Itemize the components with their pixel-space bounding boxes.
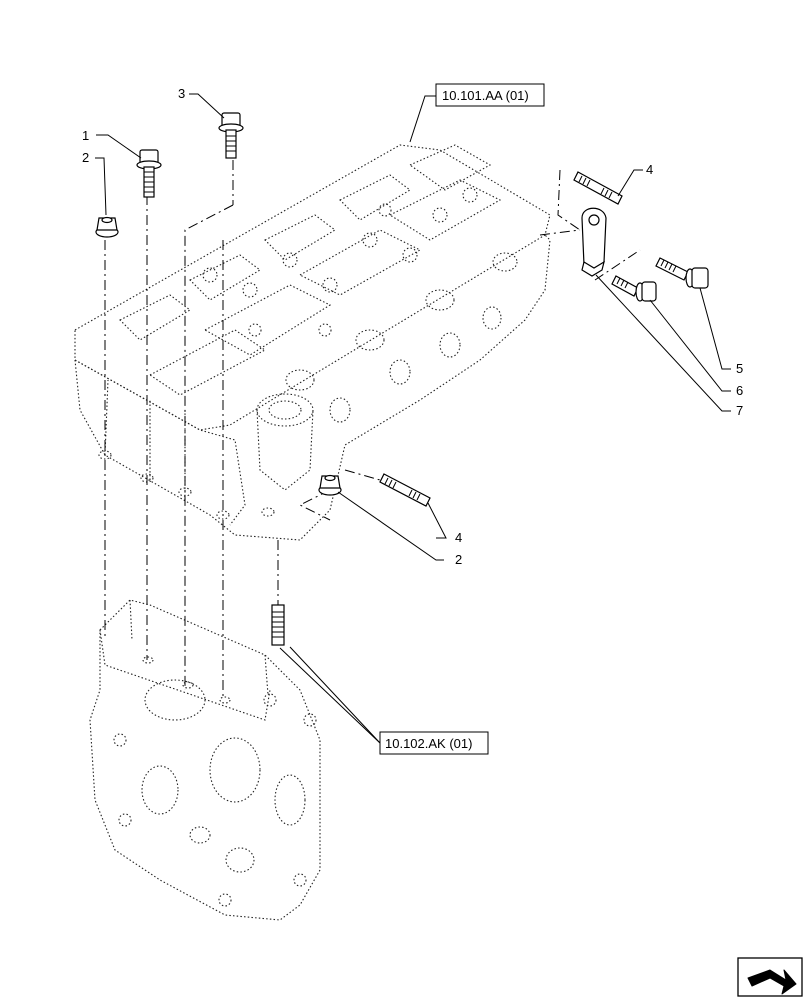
reference-cylinder-head-label: 10.101.AA (01) — [442, 88, 529, 103]
callout-4-lower: 4 — [455, 530, 462, 545]
bolt-part-6 — [611, 275, 657, 302]
callout-2-upper: 2 — [82, 150, 89, 165]
bolt-part-1 — [136, 149, 162, 198]
timing-housing-ghost — [89, 599, 321, 921]
callout-6: 6 — [736, 383, 743, 398]
callout-3: 3 — [178, 86, 185, 101]
next-page-arrow-icon[interactable] — [737, 957, 803, 997]
callout-labels: 1 2 3 4 4 5 6 7 2 — [82, 86, 743, 567]
reference-timing-housing-label: 10.102.AK (01) — [385, 736, 472, 751]
callout-1: 1 — [82, 128, 89, 143]
reference-timing-housing[interactable]: 10.102.AK (01) — [379, 731, 489, 755]
assembly-center-lines — [104, 160, 641, 700]
callout-4-upper: 4 — [646, 162, 653, 177]
callout-5: 5 — [736, 361, 743, 376]
housing-stud — [271, 604, 285, 646]
reference-cylinder-head[interactable]: 10.101.AA (01) — [435, 83, 545, 107]
leader-lines — [95, 93, 731, 744]
nut-part-2-lower — [318, 474, 342, 496]
callout-2-lower: 2 — [455, 552, 462, 567]
cylinder-head-ghost — [74, 144, 551, 541]
bolt-part-5 — [655, 257, 709, 289]
stud-part-4-lower — [379, 473, 431, 507]
nut-part-2-upper — [95, 216, 119, 238]
bracket-part-7 — [581, 207, 607, 277]
callout-7: 7 — [736, 403, 743, 418]
bolt-part-3 — [218, 112, 244, 159]
stud-part-4-upper — [573, 171, 623, 205]
